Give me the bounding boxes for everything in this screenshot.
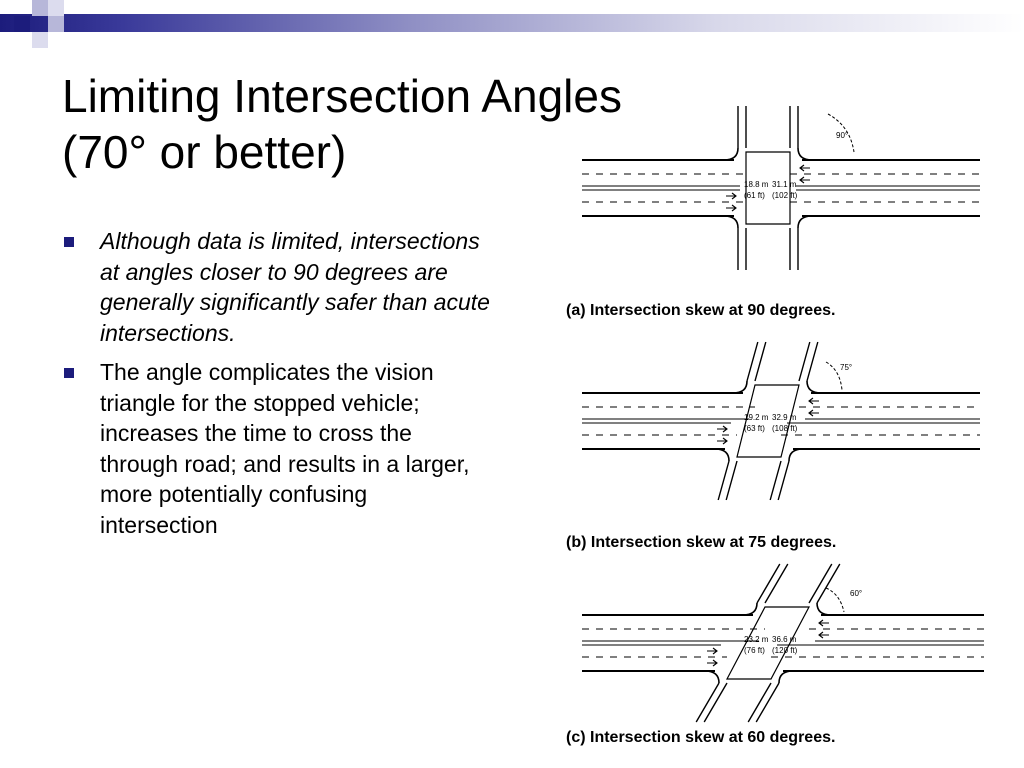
dimension-label: 32.9 m xyxy=(772,413,797,422)
diagram-caption: (a) Intersection skew at 90 degrees. xyxy=(566,302,836,319)
dimension-label: (120 ft) xyxy=(772,646,798,655)
dimension-label: 19.2 m xyxy=(744,413,769,422)
dimension-label: (61 ft) xyxy=(744,191,765,200)
dimension-label: (76 ft) xyxy=(744,646,765,655)
diagram-caption: (c) Intersection skew at 60 degrees. xyxy=(566,729,836,746)
intersection-diagram-90: 90° 18.8 m (61 ft) 31.1 m (102 ft) xyxy=(578,104,984,277)
bullet-list: Although data is limited, intersections … xyxy=(60,226,490,549)
slide-title: Limiting Intersection Angles (70° or bet… xyxy=(62,68,782,180)
square-bullet-icon xyxy=(64,368,74,378)
bullet-item: Although data is limited, intersections … xyxy=(60,226,490,348)
decor-square xyxy=(32,32,48,48)
dimension-label: (108 ft) xyxy=(772,424,798,433)
intersection-drawing: 75° 19.2 m (63 ft) 32.9 m (108 ft) xyxy=(582,341,980,501)
intersection-diagram-75: 75° 19.2 m (63 ft) 32.9 m (108 ft) xyxy=(578,340,984,507)
title-line-1: Limiting Intersection Angles xyxy=(62,70,622,122)
decor-square xyxy=(48,0,64,16)
square-bullet-icon xyxy=(64,237,74,247)
bullet-text: Although data is limited, intersections … xyxy=(100,228,490,346)
intersection-drawing: 90° 18.8 m (61 ft) 31.1 m (102 ft) xyxy=(582,106,980,270)
angle-label: 90° xyxy=(836,131,848,140)
header-band xyxy=(0,14,1024,32)
dimension-label: 23.2 m xyxy=(744,635,769,644)
decor-square xyxy=(32,0,48,16)
bullet-text: The angle complicates the vision triangl… xyxy=(100,359,470,538)
dimension-label: 18.8 m xyxy=(744,180,769,189)
diagram-caption: (b) Intersection skew at 75 degrees. xyxy=(566,534,837,551)
intersection-diagram-60: 60° 23.2 m (76 ft) 36.6 m (120 ft) xyxy=(578,562,988,729)
angle-label: 60° xyxy=(850,589,862,598)
dimension-label: 36.6 m xyxy=(772,635,797,644)
angle-label: 75° xyxy=(840,363,852,372)
title-line-2: (70° or better) xyxy=(62,126,347,178)
decor-square xyxy=(14,16,30,32)
decor-square xyxy=(48,16,64,32)
dimension-label: 31.1 m xyxy=(772,180,797,189)
dimension-label: (63 ft) xyxy=(744,424,765,433)
intersection-drawing: 60° 23.2 m (76 ft) 36.6 m (120 ft) xyxy=(582,563,984,723)
dimension-label: (102 ft) xyxy=(772,191,798,200)
bullet-item: The angle complicates the vision triangl… xyxy=(60,357,490,540)
